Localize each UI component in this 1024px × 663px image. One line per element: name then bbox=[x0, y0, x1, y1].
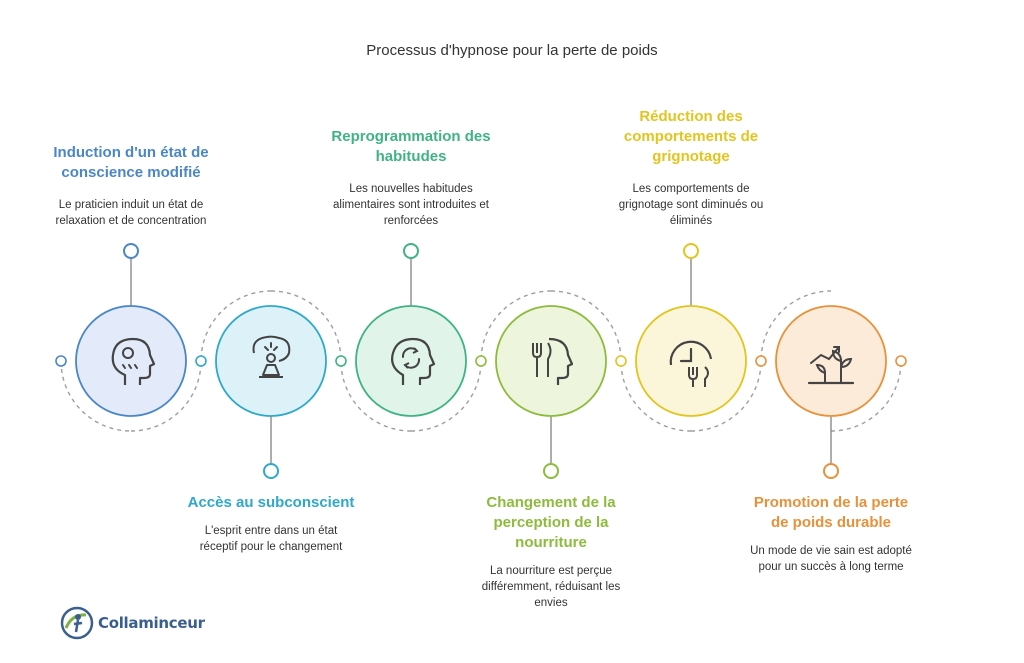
connector-dot bbox=[475, 355, 487, 367]
step-circle bbox=[75, 305, 187, 417]
step-description: Les nouvelles habitudes alimentaires sont… bbox=[311, 181, 511, 229]
step-marker-dot bbox=[543, 463, 559, 479]
step-6 bbox=[775, 305, 887, 479]
step-5 bbox=[635, 243, 747, 417]
step-title: Accès au subconscient bbox=[161, 493, 381, 513]
step-description: Un mode de vie sain est adopté pour un su… bbox=[731, 543, 931, 575]
step-4 bbox=[495, 305, 607, 479]
step-description-line: pour un succès à long terme bbox=[758, 561, 904, 573]
collaminceur-logo-icon bbox=[60, 606, 94, 640]
step-title: Promotion de la perte de poids durable bbox=[721, 493, 941, 533]
step-marker-dot bbox=[823, 463, 839, 479]
step-description-line: renforcées bbox=[383, 215, 439, 227]
step-title: Changement de la perception de la nourritu… bbox=[441, 493, 661, 553]
step-2 bbox=[215, 305, 327, 479]
step-title: Réduction des comportements de grignotage bbox=[581, 107, 801, 167]
diagram-title: Processus d'hypnose pour la perte de poi… bbox=[366, 42, 658, 59]
step-description-line: Le praticien induit un état de bbox=[58, 199, 204, 211]
step-description-line: Les comportements de bbox=[632, 183, 750, 195]
connector-arc bbox=[410, 290, 552, 432]
connector-arc bbox=[130, 290, 272, 432]
step-title-line: Promotion de la perte bbox=[753, 494, 909, 511]
step-description-line: grignotage sont diminués ou bbox=[618, 199, 764, 211]
step-description-line: réceptif pour le changement bbox=[199, 541, 343, 553]
step-description: Le praticien induit un état de relaxation… bbox=[31, 197, 231, 229]
head-mind-icon bbox=[111, 337, 156, 385]
step-title-line: Accès au subconscient bbox=[187, 494, 355, 511]
logo: Collaminceur bbox=[60, 606, 205, 640]
step-title-line: Reprogrammation des bbox=[331, 128, 491, 145]
step-3 bbox=[355, 243, 467, 417]
step-title-line: nourriture bbox=[515, 534, 587, 551]
step-title-line: habitudes bbox=[375, 148, 447, 165]
step-title-line: comportements de bbox=[623, 128, 759, 145]
step-description-line: alimentaires sont introduites et bbox=[333, 199, 489, 211]
step-description-line: éliminés bbox=[669, 215, 713, 227]
step-title-line: Changement de la bbox=[486, 494, 616, 511]
step-description: L'esprit entre dans un état réceptif pour… bbox=[171, 523, 371, 555]
step-title-line: de poids durable bbox=[770, 514, 891, 531]
step-1 bbox=[75, 243, 187, 417]
step-title-line: Induction d'un état de bbox=[53, 144, 209, 161]
connector-dot bbox=[895, 355, 907, 367]
step-marker-dot bbox=[263, 463, 279, 479]
step-description-line: Les nouvelles habitudes bbox=[349, 183, 473, 195]
connector-dot bbox=[55, 355, 67, 367]
step-marker-dot bbox=[123, 243, 139, 259]
connector-dot bbox=[615, 355, 627, 367]
connector-arc bbox=[690, 290, 832, 432]
step-description-line: Un mode de vie sain est adopté bbox=[750, 545, 912, 557]
step-description-line: différemment, réduisant les bbox=[481, 581, 621, 593]
connector-arc bbox=[550, 290, 692, 432]
connector-dot bbox=[335, 355, 347, 367]
step-circle bbox=[495, 305, 607, 417]
step-description: La nourriture est perçue différemment, ré… bbox=[451, 563, 651, 611]
step-title: Reprogrammation des habitudes bbox=[301, 127, 521, 167]
head-cycle-icon bbox=[391, 337, 436, 385]
growth-plant-icon bbox=[807, 346, 855, 385]
step-title-line: grignotage bbox=[652, 148, 730, 165]
connector-dot bbox=[195, 355, 207, 367]
clock-cutlery-icon bbox=[669, 340, 713, 387]
connector-dot bbox=[755, 355, 767, 367]
logo-text: Collaminceur bbox=[98, 614, 205, 632]
step-description-line: relaxation et de concentration bbox=[55, 215, 207, 227]
step-marker-dot bbox=[683, 243, 699, 259]
step-description: Les comportements de grignotage sont dimi… bbox=[591, 181, 791, 229]
step-title-line: conscience modifié bbox=[61, 164, 201, 181]
connector-arc bbox=[270, 290, 412, 432]
connector-arc-end bbox=[830, 360, 902, 432]
step-title-line: perception de la bbox=[493, 514, 609, 531]
head-cutlery-icon bbox=[532, 337, 574, 385]
connector-arc-start bbox=[60, 360, 132, 432]
step-title-line: Réduction des bbox=[639, 108, 743, 125]
step-description-line: envies bbox=[534, 597, 568, 609]
step-title: Induction d'un état de conscience modifié bbox=[21, 143, 241, 183]
meditation-icon bbox=[252, 335, 291, 378]
connector-arcs bbox=[60, 290, 902, 432]
step-circle bbox=[775, 305, 887, 417]
step-circle bbox=[355, 305, 467, 417]
step-description-line: La nourriture est perçue bbox=[489, 565, 613, 577]
step-description-line: L'esprit entre dans un état bbox=[204, 525, 338, 537]
step-marker-dot bbox=[403, 243, 419, 259]
